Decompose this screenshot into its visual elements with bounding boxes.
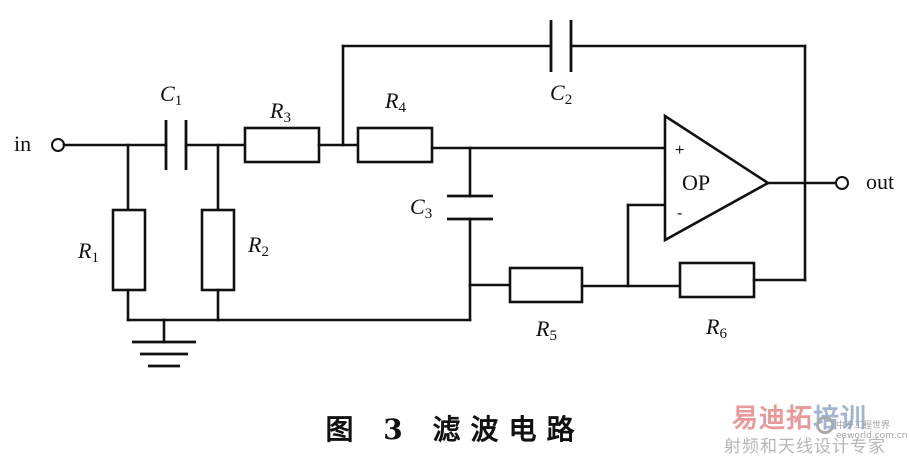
resistor-r1 [111,208,147,292]
opamp-plus-sign: + [675,142,684,159]
resistor-r2 [200,208,236,292]
opamp-minus-sign: - [677,205,682,222]
resistor-r6 [678,261,756,299]
opamp-triangle [663,113,771,243]
resistor-r5 [508,266,584,304]
c1-label: C1 [160,81,182,109]
r6-label: R6 [705,314,727,342]
output-terminal [835,176,849,190]
opamp-label: OP [682,170,710,195]
r4-label: R4 [384,88,406,116]
r5-label: R5 [535,316,557,344]
resistor-r3 [243,126,321,164]
r2-label: R2 [247,232,269,260]
filter-circuit-diagram: in C1 R1 R2 R3 C2 R4 C3 R5 [14,20,894,368]
input-label: in [14,131,31,156]
output-label: out [866,169,894,194]
input-terminal [51,138,65,152]
r3-label: R3 [269,98,291,126]
r1-label: R1 [77,238,99,266]
resistor-r4 [356,126,434,164]
ground-icon [132,318,196,368]
c2-label: C2 [550,80,572,108]
c3-label: C3 [410,194,432,222]
figure-caption: 图 3 滤波电路 [325,413,585,446]
